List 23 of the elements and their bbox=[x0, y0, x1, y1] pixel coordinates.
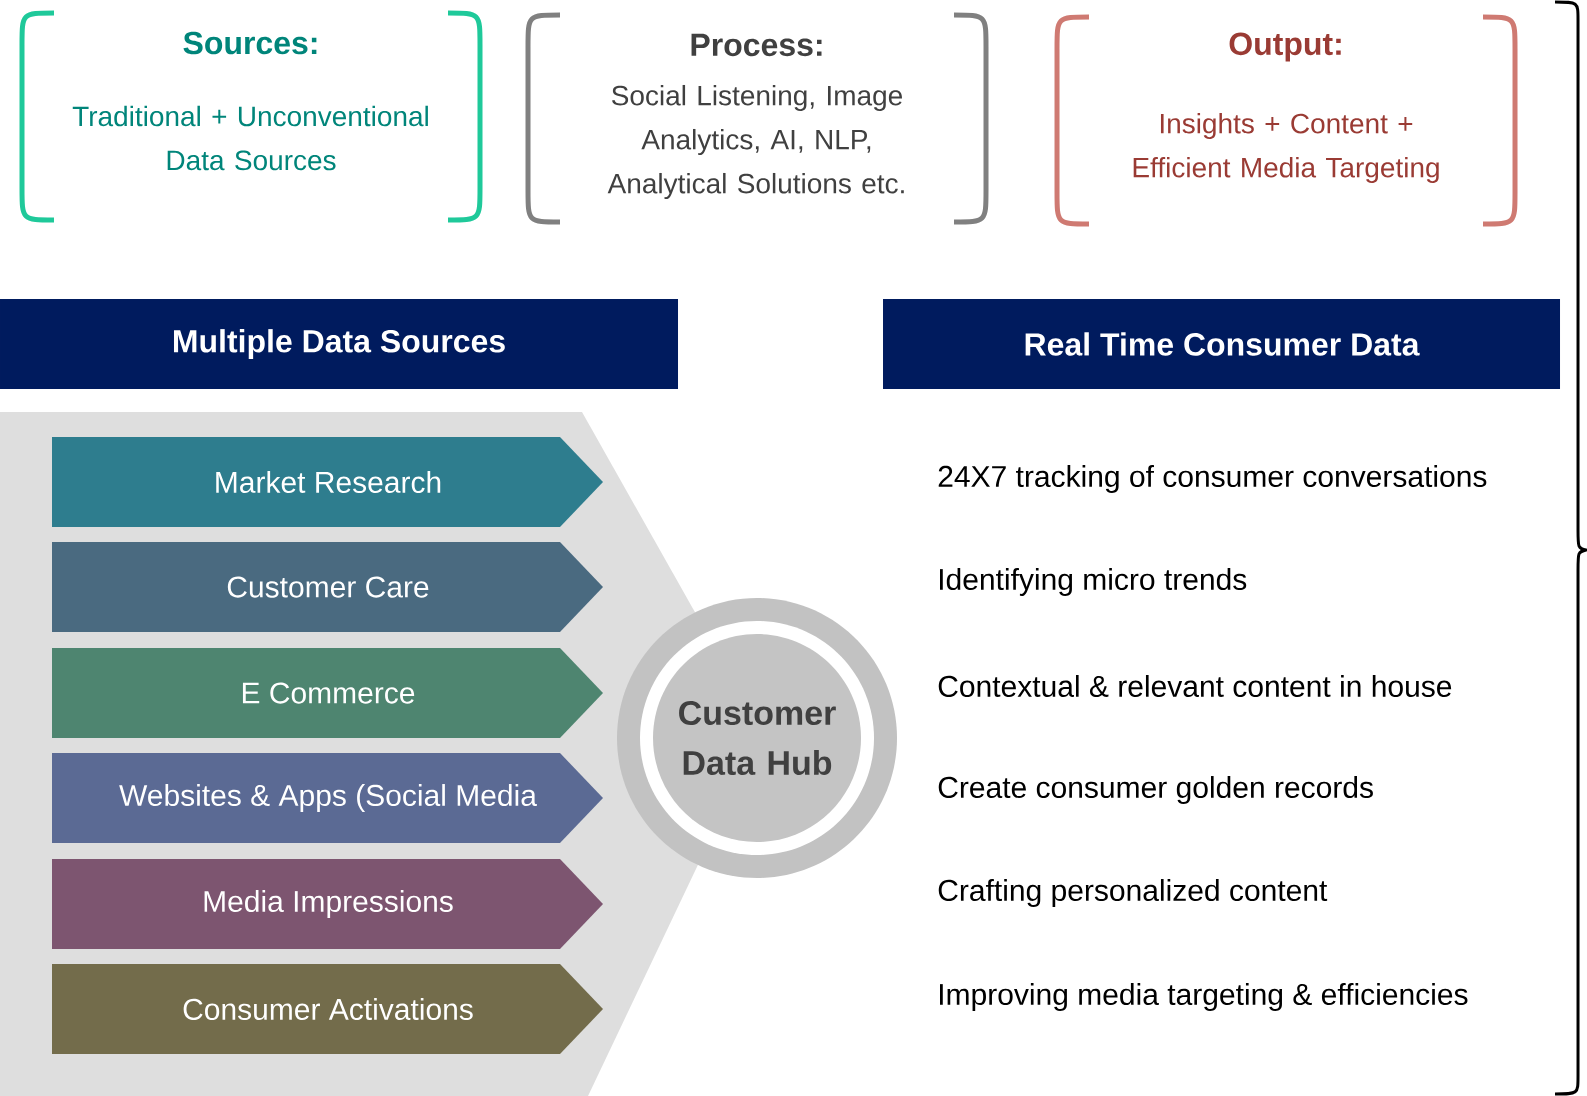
list-item: Create consumer golden records bbox=[938, 776, 1373, 804]
header-bar: Multiple Data Sources bbox=[0, 299, 678, 389]
arrow-banner: Consumer Activations bbox=[52, 964, 603, 1054]
list-item: Improving media targeting & efficiencies bbox=[940, 983, 1468, 1011]
list-item: Contextual & relevant content in house bbox=[938, 675, 1452, 698]
bracket-box bbox=[525, 12, 989, 225]
heading: Sources: bbox=[183, 31, 317, 55]
list-item: Identifying micro trends bbox=[940, 568, 1247, 596]
arrow-banner: Market Research bbox=[52, 437, 603, 527]
arrow-banner: Media Impressions bbox=[52, 859, 603, 949]
heading: Output: bbox=[1229, 32, 1341, 62]
body-text: Traditional + Unconventional Data Sources bbox=[72, 105, 428, 171]
body-text: Social Listening, Image Analytics, AI, NLP, Analytical Solutions etc. bbox=[607, 84, 904, 200]
heading: Process: bbox=[691, 33, 822, 57]
list-item: 24X7 tracking of consumer conversations bbox=[938, 465, 1487, 493]
header-bar: Real Time Consumer Data bbox=[883, 299, 1560, 389]
arrow-banner: E Commerce bbox=[52, 648, 603, 738]
body-text: Insights + Content + Efficient Media Targeting bbox=[1133, 112, 1439, 184]
bracket-box bbox=[1054, 14, 1518, 227]
list-item: Crafting personalized content bbox=[938, 879, 1328, 907]
arrow-banner: Websites & Apps (Social Media bbox=[52, 753, 603, 843]
arrow-banner: Customer Care bbox=[52, 542, 603, 632]
bracket-box bbox=[19, 10, 483, 223]
